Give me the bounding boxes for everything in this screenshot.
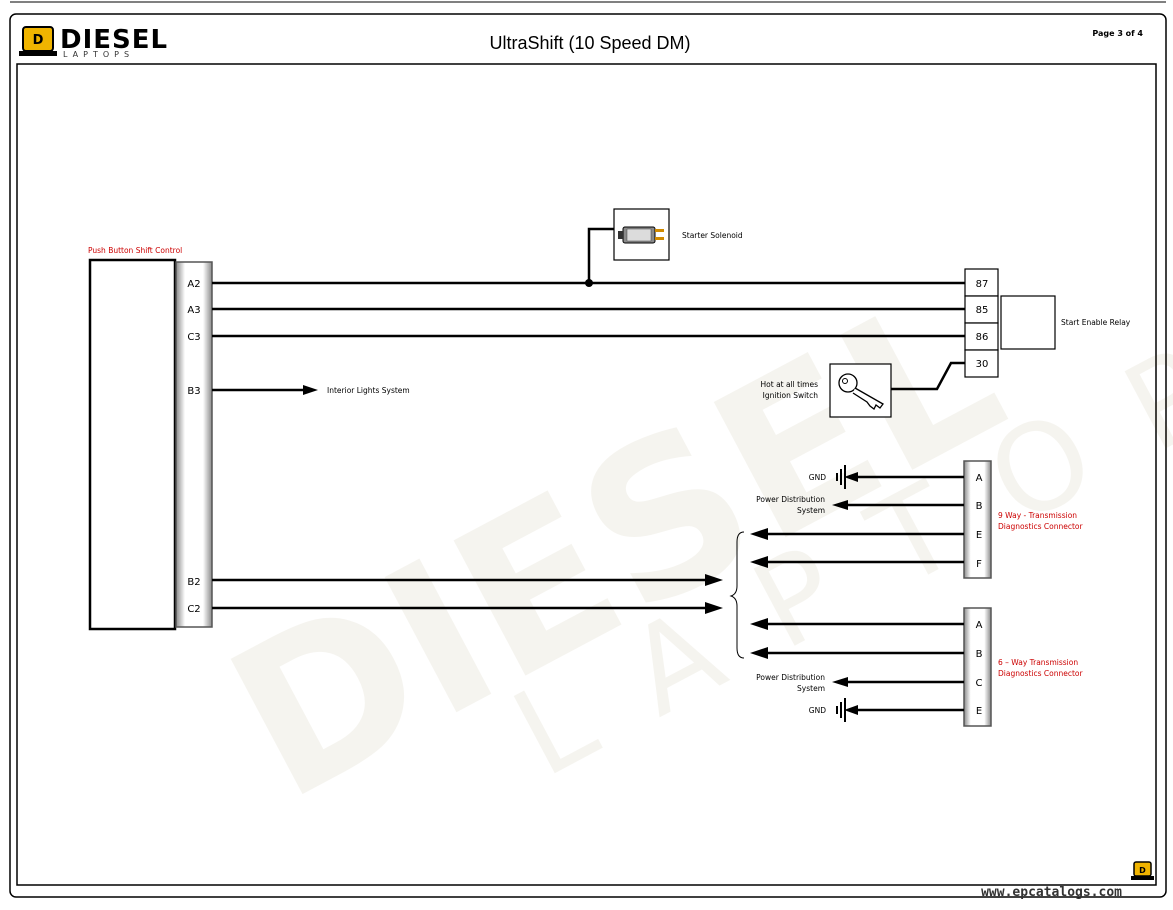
splice-dot: [585, 279, 593, 287]
starter-solenoid-icon: [618, 226, 664, 244]
start-enable-relay-box: [1000, 295, 1056, 350]
relay-pin-85: 85: [976, 305, 989, 316]
page-border: [9, 13, 1167, 898]
arrow-6way-a: [750, 618, 768, 630]
logo-d-letter: D: [33, 33, 44, 48]
relay-pin-87-box: [964, 268, 999, 297]
diesel-laptops-logo: D DIESEL LAPTOPS: [19, 25, 168, 59]
wire-starter-solenoid: [587, 227, 614, 283]
9way-label-line1: 9 Way - Transmission: [998, 511, 1077, 520]
pin-b2: B2: [187, 577, 200, 588]
arrow-6way-b: [750, 647, 768, 659]
ground-icon: [836, 698, 846, 722]
relay-pin-30-box: [964, 349, 999, 378]
arrow-interior-lights: [303, 385, 318, 395]
push-button-shift-control-box: [88, 258, 177, 631]
6way-label-line2: Diagnostics Connector: [998, 669, 1084, 678]
connector-9way: [963, 460, 992, 579]
arrow-9way-f: [750, 556, 768, 568]
relay-pin-87: 87: [976, 279, 989, 290]
6way-power-line1: Power Distribution: [756, 673, 825, 682]
epcatalogs-watermark: www.epcatalogs.com: [981, 885, 1122, 900]
ignition-label-line2: Ignition Switch: [763, 391, 819, 400]
arrow-9way-e: [750, 528, 768, 540]
push-button-title: Push Button Shift Control: [88, 246, 182, 255]
9way-power-line1: Power Distribution: [756, 495, 825, 504]
6way-pin-e: E: [976, 706, 982, 717]
push-button-connector: [175, 261, 213, 628]
9way-gnd-label: GND: [809, 473, 826, 482]
relay-pin-85-box: [964, 295, 999, 324]
pin-a3: A3: [187, 305, 200, 316]
relay-pin-86: 86: [976, 332, 989, 343]
relay-pin-86-box: [964, 322, 999, 351]
6way-pin-c: C: [976, 678, 983, 689]
pin-c3: C3: [187, 332, 200, 343]
arrow-6way-c: [832, 677, 848, 687]
pin-b3: B3: [187, 386, 200, 397]
9way-label-line2: Diagnostics Connector: [998, 522, 1084, 531]
start-enable-relay-label: Start Enable Relay: [1061, 318, 1131, 327]
6way-power-line2: System: [797, 684, 825, 693]
key-icon: [838, 373, 884, 410]
arrow-9way-b: [832, 500, 848, 510]
6way-gnd-label: GND: [809, 706, 826, 715]
interior-lights-label: Interior Lights System: [327, 386, 410, 395]
bracket-brace: [729, 531, 745, 659]
diagram-border: [16, 63, 1157, 886]
corner-logo-icon: D: [1131, 861, 1154, 880]
6way-pin-b: B: [976, 649, 983, 660]
ground-icon: [836, 465, 846, 489]
logo-text: DIESEL: [60, 25, 168, 55]
9way-pin-a: A: [976, 473, 983, 484]
9way-power-line2: System: [797, 506, 825, 515]
svg-text:D: D: [1139, 866, 1146, 875]
page-title: UltraShift (10 Speed DM): [489, 33, 690, 53]
arrow-c2: [705, 602, 723, 614]
pin-c2: C2: [187, 604, 200, 615]
9way-pin-f: F: [976, 559, 982, 570]
6way-label-line1: 6 – Way Transmission: [998, 658, 1078, 667]
ignition-label-line1: Hot at all times: [761, 380, 819, 389]
starter-solenoid-label: Starter Solenoid: [682, 231, 743, 240]
logo-subtext: LAPTOPS: [63, 50, 134, 59]
laptop-base: [19, 51, 57, 56]
arrow-b2: [705, 574, 723, 586]
connector-6way: [963, 607, 992, 727]
9way-pin-e: E: [976, 530, 982, 541]
wire-ignition-30: [891, 361, 965, 391]
page-number: Page 3 of 4: [1092, 29, 1143, 38]
pin-a2: A2: [187, 279, 200, 290]
arrow-9way-a: [844, 472, 858, 482]
relay-pin-30: 30: [976, 359, 989, 370]
arrow-6way-e: [844, 705, 858, 715]
9way-pin-b: B: [976, 501, 983, 512]
6way-pin-a: A: [976, 620, 983, 631]
